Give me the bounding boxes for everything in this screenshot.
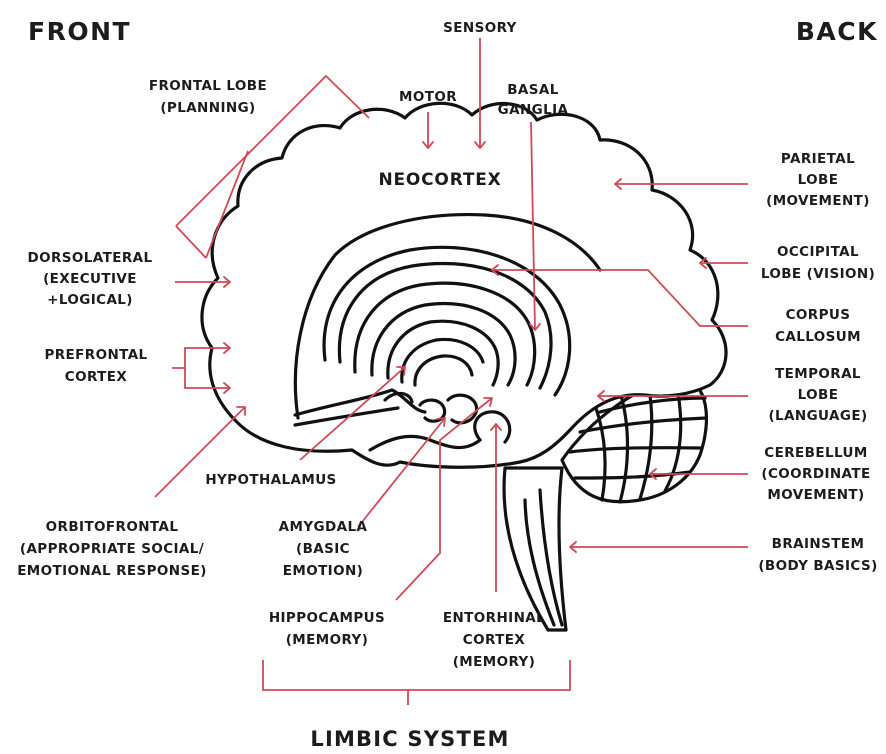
svg-text:CALLOSUM: CALLOSUM [775, 329, 861, 345]
label-occipital-lobe: OCCIPITAL LOBE (VISION) [761, 244, 875, 282]
label-amygdala: AMYGDALA (BASIC EMOTION) [279, 519, 368, 579]
label-dorsolateral: DORSOLATERAL (EXECUTIVE +LOGICAL) [28, 250, 153, 308]
label-entorhinal-cortex: ENTORHINAL CORTEX (MEMORY) [443, 610, 545, 670]
svg-text:DORSOLATERAL: DORSOLATERAL [28, 250, 153, 266]
label-limbic-system: LIMBIC SYSTEM [310, 727, 509, 751]
label-prefrontal-cortex: PREFRONTAL CORTEX [44, 347, 147, 385]
svg-text:LOBE (VISION): LOBE (VISION) [761, 266, 875, 282]
svg-text:EMOTIONAL RESPONSE): EMOTIONAL RESPONSE) [17, 563, 207, 579]
front-heading: FRONT [28, 17, 131, 46]
label-corpus-callosum: CORPUS CALLOSUM [775, 307, 861, 345]
svg-text:AMYGDALA: AMYGDALA [279, 519, 368, 535]
svg-text:(APPROPRIATE SOCIAL/: (APPROPRIATE SOCIAL/ [20, 541, 204, 557]
svg-text:(LANGUAGE): (LANGUAGE) [768, 408, 867, 424]
svg-text:(PLANNING): (PLANNING) [160, 100, 255, 116]
svg-text:CORTEX: CORTEX [463, 632, 526, 648]
svg-text:CORTEX: CORTEX [65, 369, 128, 385]
label-hypothalamus: HYPOTHALAMUS [205, 472, 336, 488]
svg-text:(COORDINATE: (COORDINATE [761, 466, 870, 482]
svg-text:GANGLIA: GANGLIA [498, 102, 569, 118]
svg-text:(MEMORY): (MEMORY) [286, 632, 369, 648]
svg-text:ENTORHINAL: ENTORHINAL [443, 610, 545, 626]
label-motor: MOTOR [399, 89, 457, 105]
label-temporal-lobe: TEMPORAL LOBE (LANGUAGE) [768, 366, 867, 424]
svg-text:+LOGICAL): +LOGICAL) [47, 292, 133, 308]
label-brainstem: BRAINSTEM (BODY BASICS) [758, 536, 877, 574]
svg-text:PARIETAL: PARIETAL [781, 151, 855, 167]
svg-text:BASAL: BASAL [507, 82, 559, 98]
svg-text:(BASIC: (BASIC [296, 541, 350, 557]
svg-text:CEREBELLUM: CEREBELLUM [764, 445, 867, 461]
svg-text:MOVEMENT): MOVEMENT) [767, 487, 864, 503]
svg-text:OCCIPITAL: OCCIPITAL [777, 244, 859, 260]
svg-text:(MEMORY): (MEMORY) [453, 654, 536, 670]
back-heading: BACK [796, 17, 878, 46]
label-basal-ganglia: BASAL GANGLIA [498, 82, 569, 118]
label-orbitofrontal: ORBITOFRONTAL (APPROPRIATE SOCIAL/ EMOTI… [17, 519, 207, 579]
label-frontal-lobe: FRONTAL LOBE (PLANNING) [149, 78, 267, 116]
svg-text:LOBE: LOBE [798, 387, 839, 403]
svg-text:BRAINSTEM: BRAINSTEM [772, 536, 865, 552]
svg-text:(BODY BASICS): (BODY BASICS) [758, 558, 877, 574]
label-neocortex: NEOCORTEX [378, 170, 501, 190]
svg-text:EMOTION): EMOTION) [283, 563, 364, 579]
svg-text:FRONTAL LOBE: FRONTAL LOBE [149, 78, 267, 94]
label-sensory: SENSORY [443, 20, 517, 36]
svg-text:HIPPOCAMPUS: HIPPOCAMPUS [269, 610, 385, 626]
svg-text:(EXECUTIVE: (EXECUTIVE [43, 271, 137, 287]
svg-text:ORBITOFRONTAL: ORBITOFRONTAL [46, 519, 179, 535]
svg-text:TEMPORAL: TEMPORAL [775, 366, 861, 382]
svg-text:(MOVEMENT): (MOVEMENT) [766, 193, 870, 209]
label-parietal-lobe: PARIETAL LOBE (MOVEMENT) [766, 151, 870, 209]
label-cerebellum: CEREBELLUM (COORDINATE MOVEMENT) [761, 445, 870, 503]
label-hippocampus: HIPPOCAMPUS (MEMORY) [269, 610, 385, 648]
svg-text:LOBE: LOBE [798, 172, 839, 188]
svg-text:PREFRONTAL: PREFRONTAL [44, 347, 147, 363]
svg-text:CORPUS: CORPUS [786, 307, 851, 323]
